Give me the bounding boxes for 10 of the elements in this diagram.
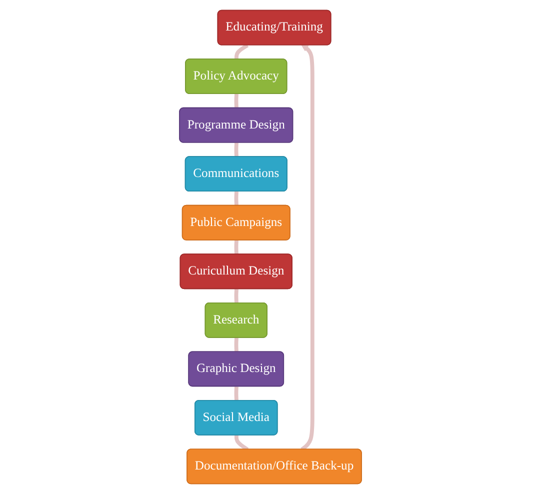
connector (234, 336, 238, 353)
connector (234, 386, 238, 402)
connector (234, 434, 249, 452)
connector (234, 288, 238, 304)
connector (234, 190, 238, 206)
connector (234, 93, 238, 109)
connector (234, 142, 238, 158)
connector (234, 44, 249, 60)
arrow (300, 44, 314, 452)
connector (234, 239, 238, 256)
